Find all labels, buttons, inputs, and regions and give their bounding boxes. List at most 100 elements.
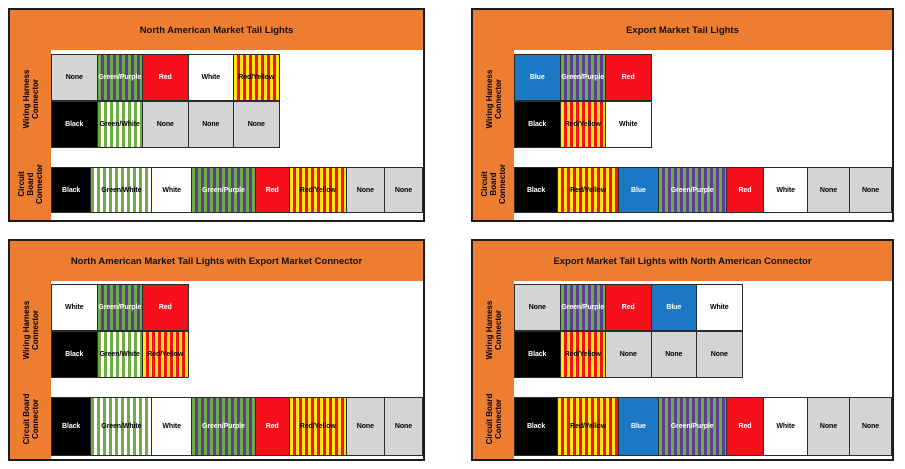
wire-cell-white: White [696,284,743,331]
wire-cell-none: None [806,167,850,213]
connector-sidebar: Wiring Harness Connector Circuit Board C… [473,281,514,459]
wire-cell-red-yellow: Red/Yellow [142,331,189,378]
quadrant-na-market: North American Market Tail Lights Wiring… [8,8,425,222]
wire-cell-none: None [187,101,234,148]
wire-cell-red: Red [605,54,652,101]
connector-sidebar: Wiring Harness Connector Circuit Board C… [10,281,51,459]
wire-cell-white: White [605,101,652,148]
quadrant-title: Export Market Tail Lights [473,10,892,50]
wire-cell-black: Black [514,397,559,456]
quadrant-body: Wiring Harness Connector Circuit Board C… [10,50,424,220]
wire-cell-green-purple: Green/Purple [657,167,727,213]
wire-cell-green-purple: Green/Purple [96,54,143,101]
wire-cell-none: None [142,101,189,148]
wire-cell-green-white: Green/White [90,397,153,456]
wiring-harness-section: Wiring Harness Connector [473,50,514,148]
connector-sidebar: Wiring Harness Connector Circuit Board C… [473,50,514,220]
wire-cell-red: Red [142,54,189,101]
wire-cell-green-purple: Green/Purple [96,284,143,331]
row-gap [51,378,423,397]
wire-cell-blue: Blue [618,167,659,213]
wire-cell-black: Black [51,397,92,456]
wire-cell-red-yellow: Red/Yellow [233,54,280,101]
wire-cell-red-yellow: Red/Yellow [288,397,347,456]
wire-cell-none: None [806,397,850,456]
wire-cell-green-purple: Green/Purple [190,397,256,456]
circuit-board-label: Circuit Board Connector [479,164,508,204]
wire-cell-blue: Blue [618,397,659,456]
quadrant-na-with-export-connector: North American Market Tail Lights with E… [8,239,425,461]
wire-cell-none: None [51,54,98,101]
wire-cell-red-yellow: Red/Yellow [559,331,606,378]
wire-cell-white: White [763,167,808,213]
wiring-harness-section: Wiring Harness Connector [10,281,51,378]
wiring-harness-label: Wiring Harness Connector [484,69,503,129]
quadrant-title: North American Market Tail Lights with E… [10,241,423,281]
row-gap [514,148,892,167]
wire-cell-red-yellow: Red/Yellow [557,167,620,213]
wire-cell-none: None [514,284,561,331]
wire-cell-none: None [605,331,652,378]
wire-cell-black: Black [51,331,98,378]
wire-cell-white: White [763,397,808,456]
wire-cell-white: White [51,284,98,331]
quadrant-export-market: Export Market Tail Lights Wiring Harness… [471,8,894,222]
wiring-harness-label: Wiring Harness Connector [21,300,40,359]
wire-cell-none: None [383,167,424,213]
wire-cell-red: Red [605,284,652,331]
wire-cell-green-white: Green/White [90,167,153,213]
circuit-board-label: Circuit Board Connector [21,393,40,444]
circuit-board-section: Circuit Board Connector [473,148,514,220]
wire-cell-white: White [187,54,234,101]
wire-cell-red-yellow: Red/Yellow [559,101,606,148]
wire-cell-black: Black [514,101,561,148]
quadrant-body: Wiring Harness Connector Circuit Board C… [473,50,893,220]
circuit-board-label: Circuit Board Connector [484,393,503,444]
wire-cell-none: None [696,331,743,378]
quadrant-export-with-na-connector: Export Market Tail Lights with North Ame… [471,239,894,461]
wire-cell-green-purple: Green/Purple [559,54,606,101]
wire-cell-none: None [383,397,424,456]
row-gap [514,378,892,397]
wire-cell-red: Red [142,284,189,331]
wire-cell-red: Red [254,397,290,456]
wire-cell-green-white: Green/White [96,101,143,148]
quadrant-body: Wiring Harness Connector Circuit Board C… [473,281,893,459]
wire-cell-black: Black [51,167,92,213]
wire-cell-none: None [848,397,893,456]
wire-cell-red: Red [254,167,290,213]
quadrant-title: North American Market Tail Lights [10,10,423,50]
wire-cell-black: Black [51,101,98,148]
wire-cell-none: None [650,331,697,378]
wire-cell-green-purple: Green/Purple [559,284,606,331]
wire-cell-red: Red [725,397,765,456]
circuit-board-section: Circuit Board Connector [10,378,51,459]
wire-cell-white: White [151,397,192,456]
wire-cell-none: None [345,397,385,456]
wire-cell-none: None [233,101,280,148]
wire-cell-green-purple: Green/Purple [190,167,256,213]
wiring-harness-section: Wiring Harness Connector [473,281,514,378]
wire-cell-green-white: Green/White [96,331,143,378]
quadrant-title: Export Market Tail Lights with North Ame… [473,241,892,281]
circuit-board-section: Circuit Board Connector [473,378,514,459]
wire-cell-black: Black [514,167,559,213]
wire-cell-red-yellow: Red/Yellow [557,397,620,456]
